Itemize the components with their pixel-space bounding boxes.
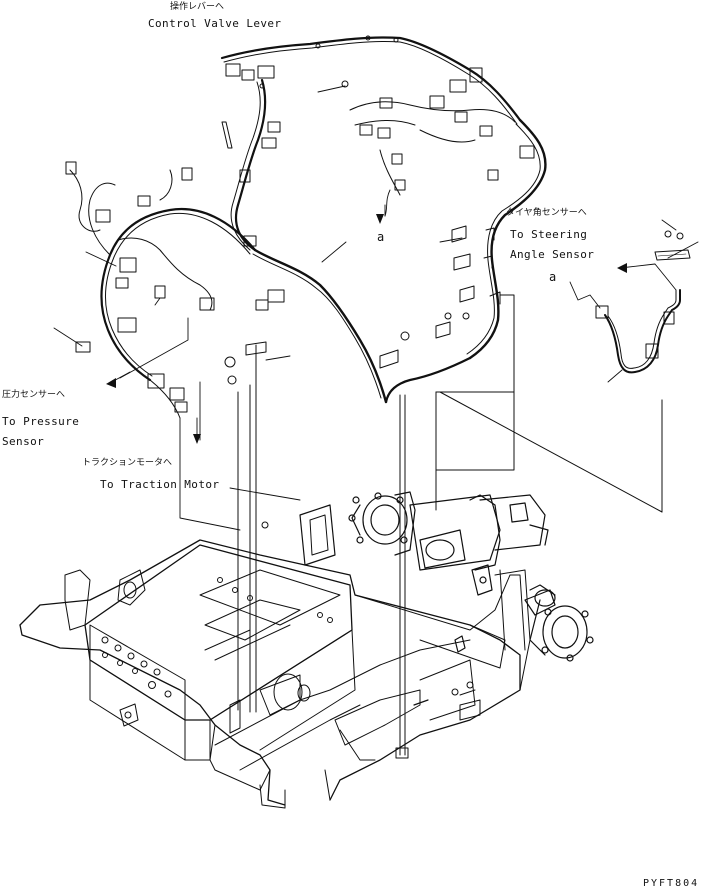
traction-motor-label: To Traction Motor bbox=[100, 478, 220, 491]
drawing-code: PYFT804 bbox=[643, 878, 700, 889]
control-valve-label: Control Valve Lever bbox=[148, 17, 282, 30]
harness-brackets bbox=[221, 121, 501, 369]
reference-mark-a: a bbox=[549, 270, 557, 284]
valve-assembly bbox=[348, 491, 594, 706]
pressure-sensor-label-2: Sensor bbox=[2, 435, 45, 448]
tiny-arrow-heads bbox=[107, 204, 386, 441]
steering-sensor-label-jp: タイヤ角センサーへ bbox=[506, 208, 587, 218]
pressure-sensor-label-1: To Pressure bbox=[2, 415, 80, 428]
steering-sensor-label-1: To Steering bbox=[510, 228, 588, 241]
control-valve-label-jp: 操作レバーへ bbox=[170, 2, 225, 12]
reference-mark-a: a bbox=[377, 230, 385, 244]
leader-lines bbox=[53, 85, 699, 531]
frame-holes bbox=[101, 521, 474, 719]
chassis-frame bbox=[19, 504, 531, 809]
steering-sensor-label-2: Angle Sensor bbox=[510, 248, 595, 261]
pressure-sensor-label-jp: 圧力センサーへ bbox=[2, 390, 66, 400]
main-harness bbox=[220, 36, 547, 404]
steering-sensor-harness bbox=[595, 230, 691, 513]
traction-motor-label-jp: トラクションモータへ bbox=[82, 458, 173, 468]
vertical-cables bbox=[224, 294, 663, 759]
upper-connectors bbox=[225, 35, 535, 311]
left-harness bbox=[65, 161, 257, 419]
